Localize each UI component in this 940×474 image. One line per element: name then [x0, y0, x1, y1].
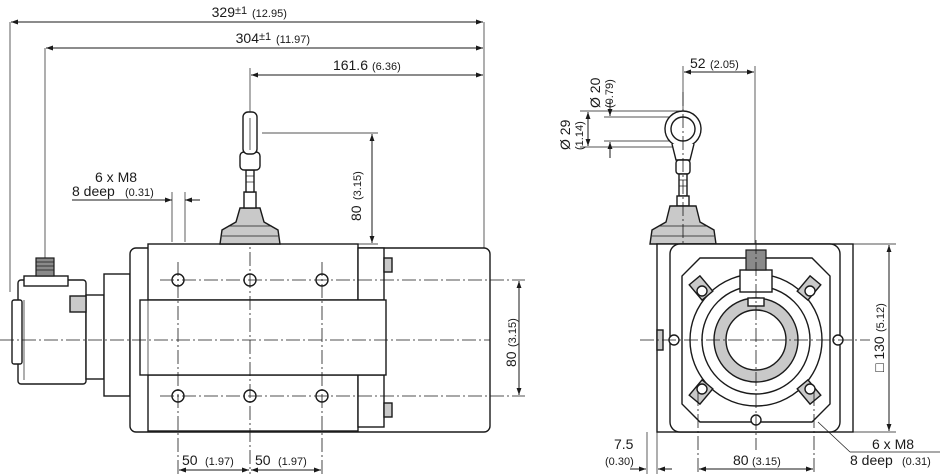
eye-outer-value: Ø 29: [557, 119, 573, 150]
dim-cable-exit: 161.6 (6.36): [249, 57, 483, 112]
overall-length-tol: ±1: [235, 5, 247, 17]
edge-offset-inch: (0.30): [605, 456, 634, 468]
cable-gland-front: [649, 92, 717, 250]
eye-inner-inch: (0.79): [604, 79, 616, 108]
edge-offset-value: 7.5: [614, 436, 634, 452]
cable-exit-inch: (6.36): [372, 61, 401, 73]
dim-hole-spacing: 80 (3.15): [699, 452, 813, 472]
housing-length-value: 304: [236, 30, 260, 46]
pitch-1-value: 50: [182, 452, 198, 468]
sensor-housing: [11, 257, 131, 397]
dim-housing-length: 304 ±1 (11.97): [44, 30, 483, 258]
drum-housing: [0, 120, 525, 474]
hole-depth-front-inch: (0.31): [902, 456, 931, 468]
dim-eye-outer: Ø 29 (1.14): [557, 110, 680, 150]
eye-offset-value: 52: [690, 55, 706, 71]
front-view: 52 (2.05) Ø 20 (0.79) Ø 29 (1.14): [557, 55, 940, 474]
cable-gland-side: [219, 111, 281, 245]
dim-square: □ 130 (5.12): [853, 243, 896, 433]
dim-pitch: 50 (1.97) 50 (1.97): [179, 452, 321, 473]
pitch-2-value: 50: [255, 452, 271, 468]
housing-length-tol: ±1: [259, 31, 271, 43]
mount-distance-value: 80: [503, 351, 519, 367]
hole-depth-side-inch: (0.31): [125, 187, 154, 199]
hole-depth-front: 8 deep: [850, 452, 893, 468]
cable-height-value: 80: [348, 205, 364, 221]
hole-spacing-value: 80: [733, 452, 749, 468]
hole-spec-side: 6 x M8 8 deep (0.31): [72, 169, 200, 242]
eye-offset-inch: (2.05): [710, 59, 739, 71]
housing-front: [640, 240, 870, 474]
hole-depth-side: 8 deep: [72, 183, 115, 199]
dim-edge-offset: 7.5 (0.30): [605, 432, 672, 474]
side-view: 329 ±1 (12.95) 304 ±1 (11.97) 161.6 (6.3…: [0, 4, 525, 474]
hole-spec-front: 6 x M8 8 deep (0.31): [817, 421, 940, 468]
pitch-2-inch: (1.97): [278, 456, 307, 468]
dim-mount-distance: 80 (3.15): [503, 281, 522, 395]
pitch-1-inch: (1.97): [205, 456, 234, 468]
eye-outer-inch: (1.14): [574, 121, 586, 150]
square-value: □ 130: [871, 336, 887, 372]
overall-length-inch: (12.95): [252, 8, 287, 20]
hole-thread-side: 6 x M8: [95, 169, 137, 185]
dim-eye-offset: 52 (2.05): [682, 55, 756, 245]
dim-overall-length: 329 ±1 (12.95): [9, 4, 485, 292]
dim-cable-height: 80 (3.15): [262, 132, 378, 245]
square-inch: (5.12): [875, 303, 887, 332]
mount-distance-inch: (3.15): [507, 318, 519, 347]
cable-exit-value: 161.6: [333, 57, 368, 73]
hole-spacing-inch: (3.15): [752, 456, 781, 468]
housing-length-inch: (11.97): [276, 34, 310, 46]
hole-thread-front: 6 x M8: [872, 436, 914, 452]
overall-length-value: 329: [212, 4, 236, 20]
cable-height-inch: (3.15): [352, 171, 364, 200]
eye-inner-value: Ø 20: [587, 77, 603, 108]
